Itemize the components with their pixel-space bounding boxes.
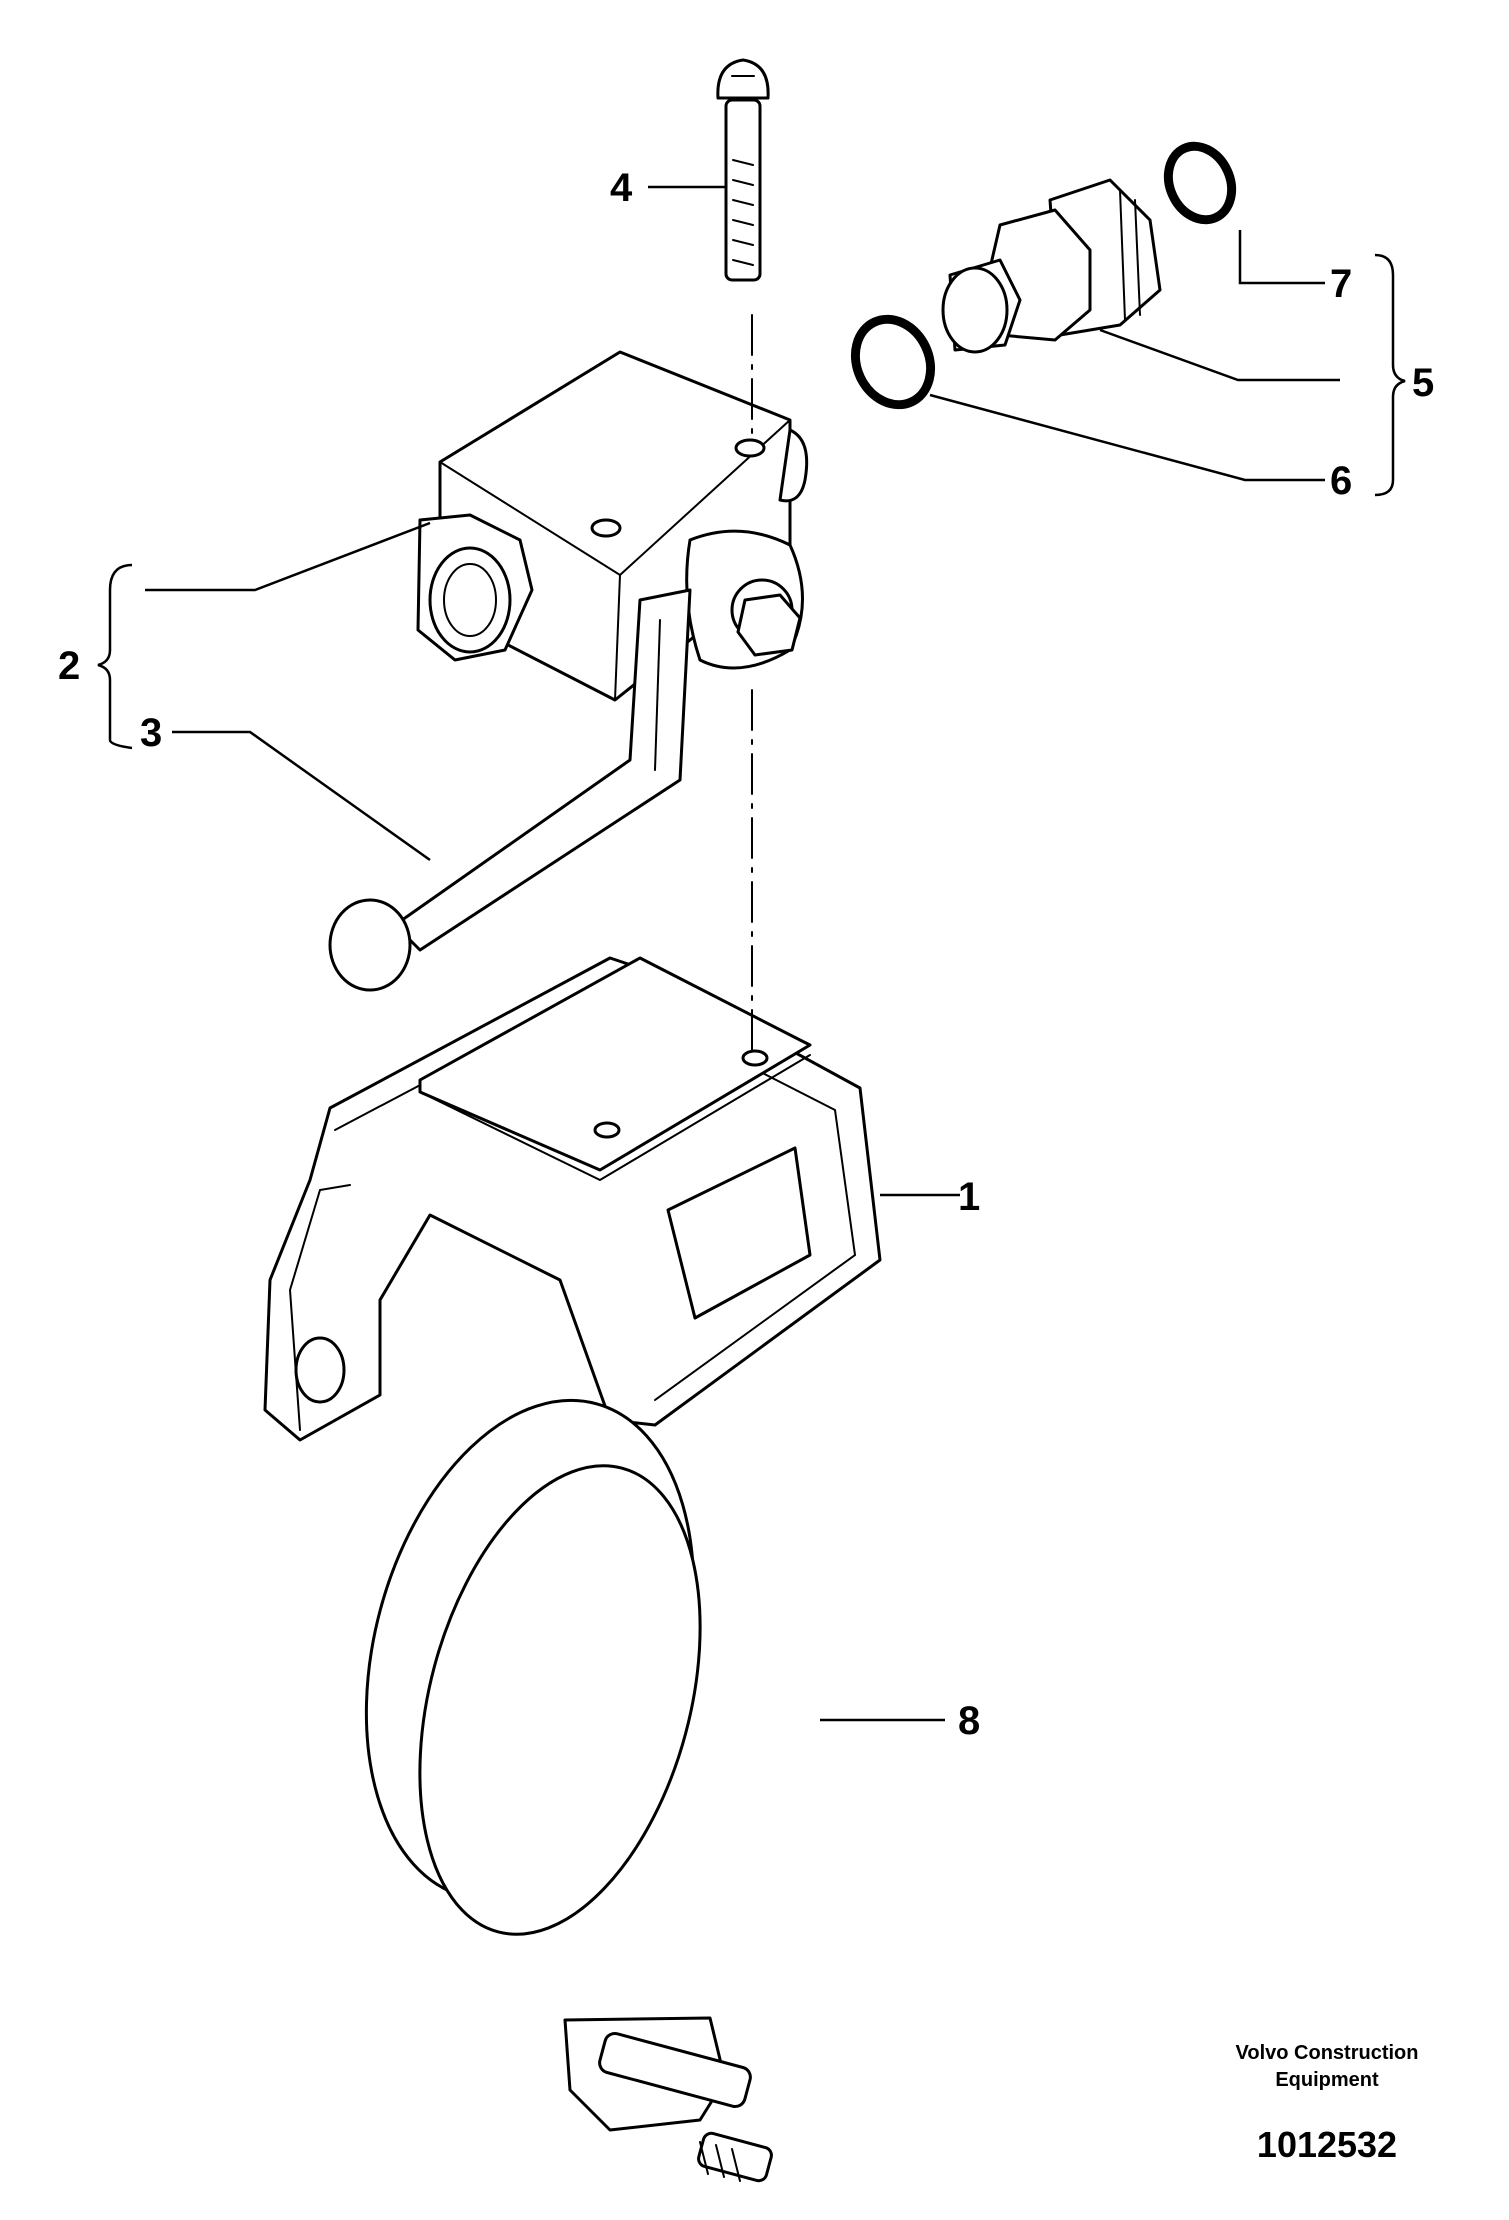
callout-8: 8	[958, 1699, 980, 1743]
callout-labels: 4 2 3 7 5 6 1 8	[58, 166, 1434, 1743]
ball-valve-part-2	[416, 350, 809, 702]
bracket-part-5	[1374, 253, 1406, 497]
callout-5: 5	[1412, 361, 1434, 405]
adapter-fitting-part-5	[941, 178, 1162, 354]
mounting-bracket-part-1	[263, 956, 882, 1442]
drawing-number: 1012532	[1257, 2124, 1397, 2165]
manufacturer-line-1: Volvo Construction	[1236, 2042, 1419, 2064]
callout-3: 3	[140, 711, 162, 755]
leader-lines	[97, 185, 1406, 1722]
o-ring-part-6	[850, 314, 936, 410]
bracket-part-2	[97, 563, 133, 750]
hose-clamp-part-8	[364, 1398, 773, 2183]
callout-6: 6	[1330, 459, 1352, 503]
callout-7: 7	[1330, 262, 1352, 306]
screw-part-4	[716, 58, 770, 282]
drawing-caption: Volvo Construction Equipment 1012532	[1236, 2042, 1419, 2165]
lever-handle-part-3	[328, 588, 692, 992]
callout-1: 1	[958, 1175, 980, 1219]
callout-2: 2	[58, 644, 80, 688]
callout-4: 4	[610, 166, 633, 210]
manufacturer-line-2: Equipment	[1275, 2069, 1379, 2091]
o-ring-part-7	[1163, 141, 1237, 225]
